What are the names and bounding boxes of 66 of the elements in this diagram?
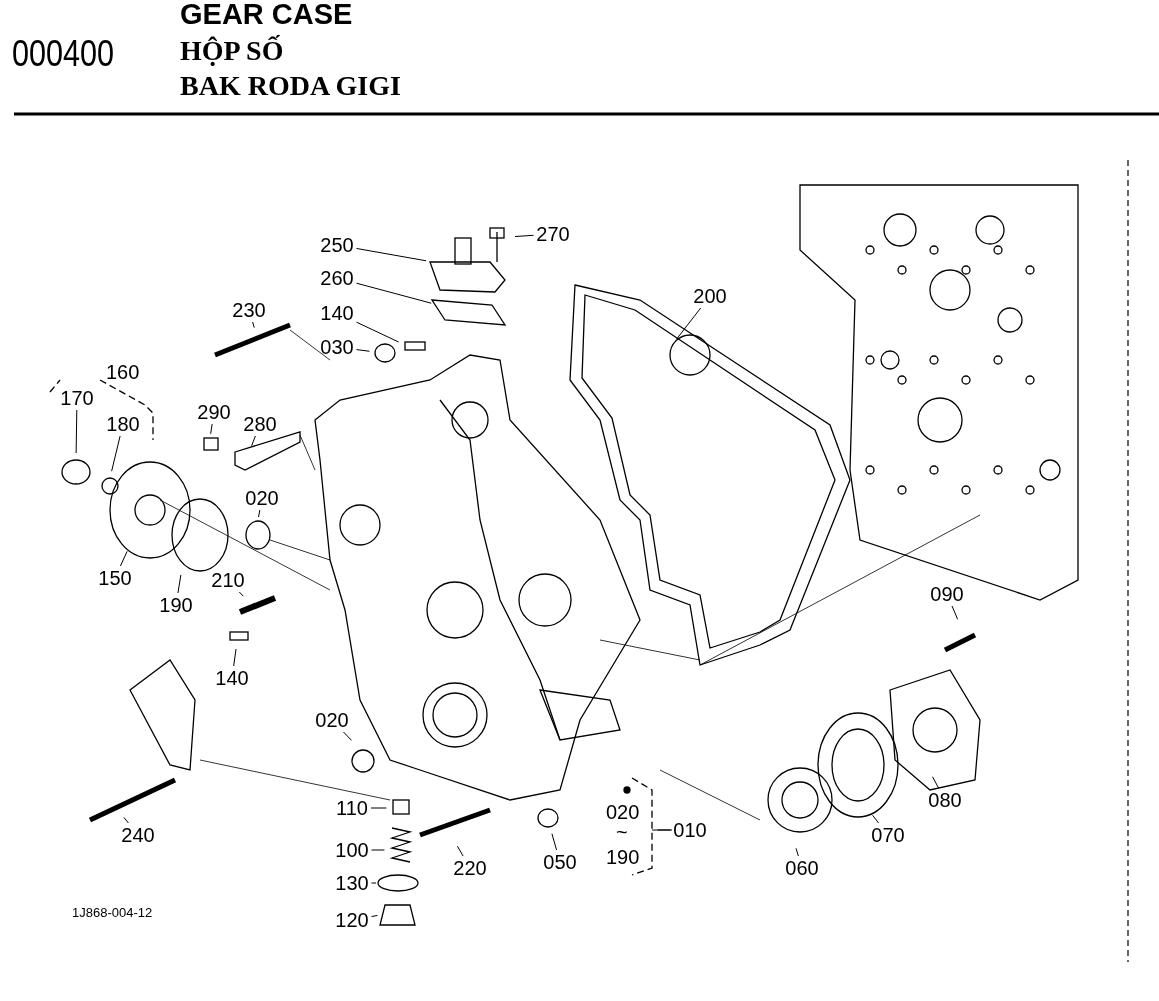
leader-line: [675, 307, 702, 340]
leader-line: [370, 807, 387, 809]
callout-number: 240: [121, 825, 155, 845]
callout-number: 100: [335, 840, 369, 860]
callout-number: 090: [930, 584, 964, 604]
leader-line: [177, 574, 182, 594]
callout-number: 130: [335, 873, 369, 893]
leader-line: [119, 550, 128, 567]
leader-line: [356, 282, 432, 304]
leader-line: [932, 776, 940, 789]
leader-line: [951, 605, 959, 620]
callout-number: 140: [320, 303, 354, 323]
leader-line: [238, 591, 244, 597]
callout-number: 030: [320, 337, 354, 357]
subtitle: BAK RODA GIGI: [180, 72, 401, 100]
callout-number: 020: [315, 710, 349, 730]
leader-line: [356, 247, 427, 262]
callout-number: 120: [335, 910, 369, 930]
callout-number: 200: [693, 286, 727, 306]
callout-number: 160: [106, 362, 140, 382]
leader-line: [456, 845, 464, 857]
leader-line: [251, 435, 256, 447]
leader-line: [371, 849, 385, 851]
callout-number: 230: [232, 300, 266, 320]
leader-line: [258, 509, 261, 518]
callout-number: 050: [543, 852, 577, 872]
callout-number: 020: [245, 488, 279, 508]
callout-number: 210: [211, 570, 245, 590]
callout-number: 150: [98, 568, 132, 588]
callout-number: 060: [785, 858, 819, 878]
part-group-number: 000400: [12, 36, 115, 72]
callout-number: 070: [871, 825, 905, 845]
leader-line: [75, 409, 78, 454]
leader-line: [371, 914, 378, 917]
callout-number: 250: [320, 235, 354, 255]
callout-number: 020: [606, 802, 640, 822]
leader-line: [356, 349, 370, 352]
callout-number: 220: [453, 858, 487, 878]
callout-number: 010: [673, 820, 707, 840]
callout-number: 170: [60, 388, 94, 408]
leader-line: [371, 882, 377, 884]
leader-line: [252, 321, 255, 329]
callout-number: 260: [320, 268, 354, 288]
title-heading: GEAR CASE: [180, 0, 353, 29]
callout-number: 270: [536, 224, 570, 244]
leader-line: [111, 435, 121, 472]
callout-number: 190: [159, 595, 193, 615]
leader-line: [514, 234, 534, 238]
callout-number: 280: [243, 414, 277, 434]
leader-line: [795, 847, 799, 857]
leader-line: [123, 816, 129, 824]
leader-line: [551, 833, 558, 851]
leader-line: [210, 423, 213, 435]
leader-line: [343, 731, 353, 741]
callout-number: 190: [606, 847, 640, 867]
range-sign: ~: [616, 822, 628, 842]
callout-number: 180: [106, 414, 140, 434]
leader-line: [356, 321, 400, 343]
leader-line: [872, 814, 880, 824]
callout-number: 110: [336, 798, 368, 818]
subtitle: HỘP SỐ: [180, 37, 284, 65]
leader-line: [233, 648, 237, 667]
drawing-number: 1J868-004-12: [72, 906, 153, 919]
callout-number: 080: [928, 790, 962, 810]
callout-number: 290: [197, 402, 231, 422]
callout-number: 140: [215, 668, 249, 688]
